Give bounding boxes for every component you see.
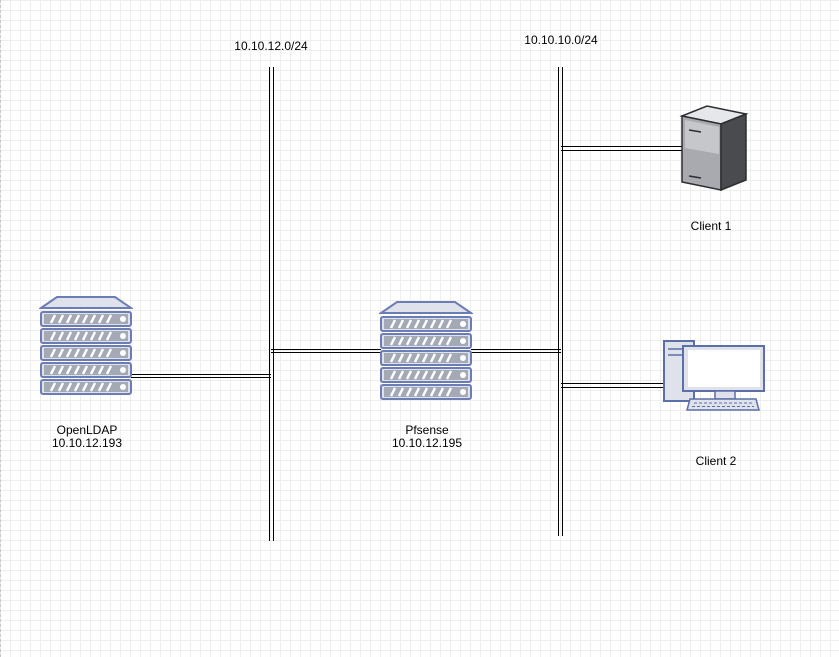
node-label-pfsense: Pfsense 10.10.12.195 — [377, 424, 477, 450]
node-label-client1: Client 1 — [666, 220, 756, 233]
tower-server-icon[interactable] — [679, 104, 749, 192]
link-bus12-pfsense[interactable] — [271, 349, 381, 353]
node-label-client2: Client 2 — [671, 455, 761, 468]
link-bus10-client1[interactable] — [561, 146, 682, 151]
desktop-computer-icon[interactable] — [662, 339, 768, 413]
link-openldap-bus12[interactable] — [131, 374, 271, 378]
bus-10-10-10[interactable] — [558, 67, 563, 536]
client2-name: Client 2 — [695, 454, 737, 468]
link-bus10-client2[interactable] — [561, 383, 663, 388]
rack-server-icon[interactable] — [379, 300, 473, 402]
node-label-openldap: OpenLDAP 10.10.12.193 — [37, 424, 137, 450]
bus-10-10-12[interactable] — [269, 67, 274, 541]
network-label-10-10-12: 10.10.12.0/24 — [234, 39, 308, 53]
client1-name: Client 1 — [690, 219, 732, 233]
pfsense-name: Pfsense — [405, 423, 449, 437]
openldap-ip: 10.10.12.193 — [51, 436, 123, 450]
pfsense-ip: 10.10.12.195 — [391, 436, 463, 450]
openldap-name: OpenLDAP — [56, 423, 118, 437]
rack-server-icon[interactable] — [39, 295, 133, 397]
link-pfsense-bus10[interactable] — [471, 349, 561, 353]
network-label-10-10-10: 10.10.10.0/24 — [524, 33, 598, 47]
